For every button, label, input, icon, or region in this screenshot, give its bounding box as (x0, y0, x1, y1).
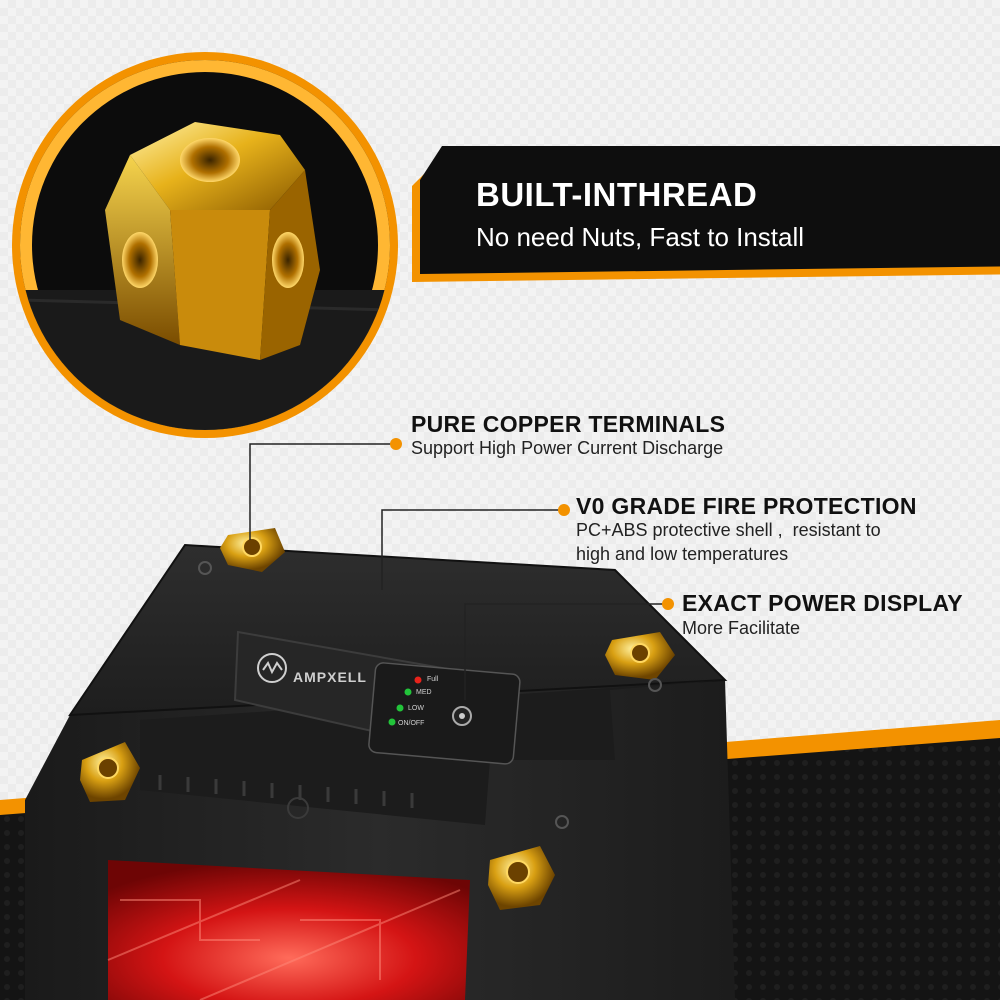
fire-desc-line2: high and low temperatures (576, 544, 789, 564)
terminals-desc: Support High Power Current Discharge (411, 438, 724, 458)
banner-shape (412, 146, 1000, 282)
led-label-onoff: ON/OFF (398, 720, 425, 727)
led-label-full: Full (427, 676, 439, 683)
led-label-med: MED (416, 689, 432, 696)
banner-title: BUILT-INTHREAD (476, 176, 758, 213)
banner-subtitle: No need Nuts, Fast to Install (476, 222, 805, 252)
fire-desc-line1: PC+ABS protective shell , resistant to (576, 520, 881, 540)
fire-title: V0 GRADE FIRE PROTECTION (576, 493, 917, 519)
battery-brand: AMPXELL (293, 669, 367, 685)
display-title: EXACT POWER DISPLAY (682, 590, 963, 616)
callout-dot-display (662, 598, 674, 610)
callout-dot-terminals (390, 438, 402, 450)
display-desc: More Facilitate (682, 618, 801, 638)
led-label-low: LOW (408, 705, 424, 712)
callout-dot-fire (558, 504, 570, 516)
terminal-closeup (20, 60, 390, 430)
terminals-title: PURE COPPER TERMINALS (411, 411, 726, 437)
